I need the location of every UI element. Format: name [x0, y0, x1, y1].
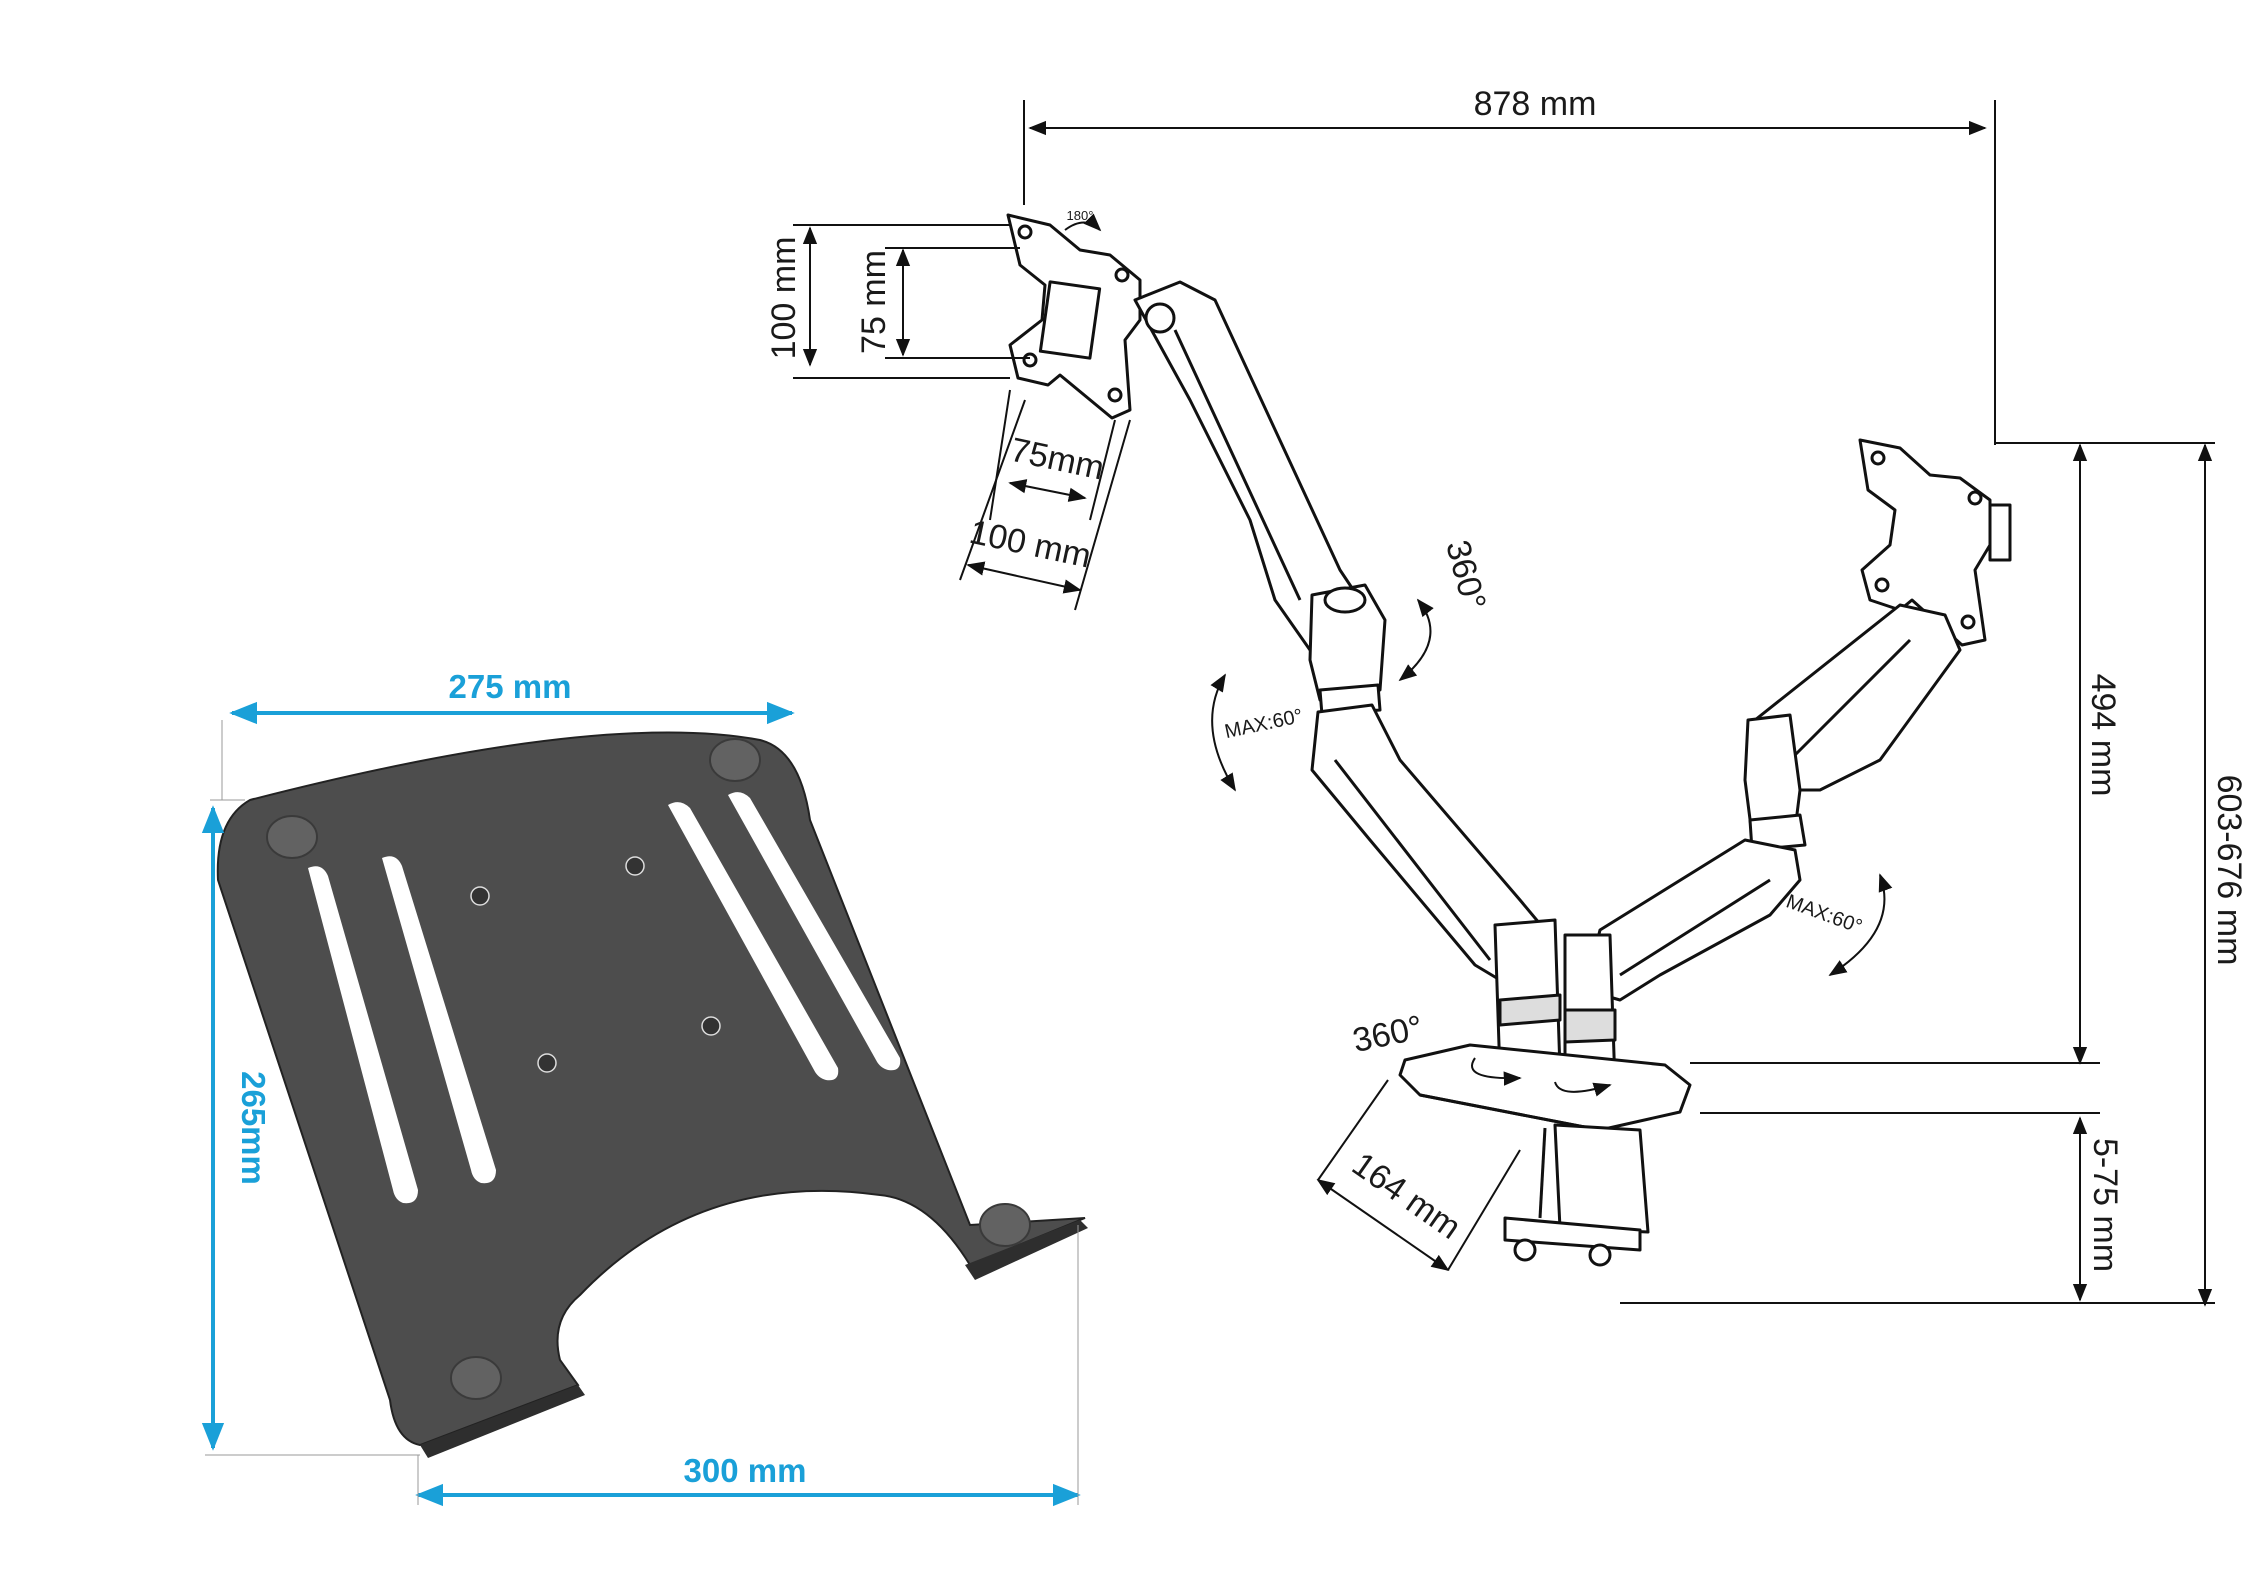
- arm-dim-lines: [793, 100, 2215, 1307]
- base-depth-label: 164 mm: [1345, 1145, 1467, 1247]
- tilt-right-label: MAX:60°: [1783, 890, 1865, 938]
- vesa-height-inner-label: 75 mm: [855, 250, 893, 354]
- head-rotation-label: 180°: [1067, 208, 1094, 223]
- base-swivel-label: 360°: [1349, 1008, 1426, 1060]
- tray-extension-lines: [205, 720, 1079, 1505]
- tray-dim-lines: [201, 701, 1081, 1507]
- clamp-range-label: 5-75 mm: [2086, 1138, 2124, 1272]
- vesa-width-inner-label: 75mm: [1007, 431, 1107, 488]
- vesa-plate-right: [1858, 438, 2012, 647]
- left-joint: [1308, 583, 1387, 702]
- vesa-width-outer-label: 100 mm: [966, 513, 1094, 576]
- total-height-label: 603-676 mm: [2210, 775, 2248, 966]
- monitor-arm: [1006, 213, 2012, 1267]
- right-lower-arm: [1583, 838, 1802, 1002]
- tray-pads: [266, 738, 1031, 1400]
- tray-screws: [470, 856, 721, 1073]
- base-plate: [1398, 1043, 1692, 1132]
- tray-top-width-label: 275 mm: [449, 668, 572, 705]
- arm-width-label: 878 mm: [1474, 85, 1597, 123]
- vesa-plate-left: [1006, 213, 1142, 420]
- tray-slots: [308, 792, 901, 1204]
- tray-depth-label: 265mm: [235, 1071, 272, 1185]
- tray-plate: [216, 731, 1086, 1447]
- tray-bottom-width-label: 300 mm: [684, 1452, 807, 1489]
- arm-height-label: 494 mm: [2084, 674, 2122, 797]
- top-swivel-label: 360°: [1438, 536, 1493, 614]
- tilt-left-label: MAX:60°: [1223, 705, 1305, 743]
- vesa-height-outer-label: 100 mm: [765, 237, 803, 360]
- tray-lip-right: [965, 1220, 1088, 1280]
- desk-clamp: [1553, 1123, 1650, 1234]
- laptop-tray: 275 mm 265mm 300 mm: [201, 668, 1088, 1507]
- tray-lip-left: [420, 1385, 585, 1458]
